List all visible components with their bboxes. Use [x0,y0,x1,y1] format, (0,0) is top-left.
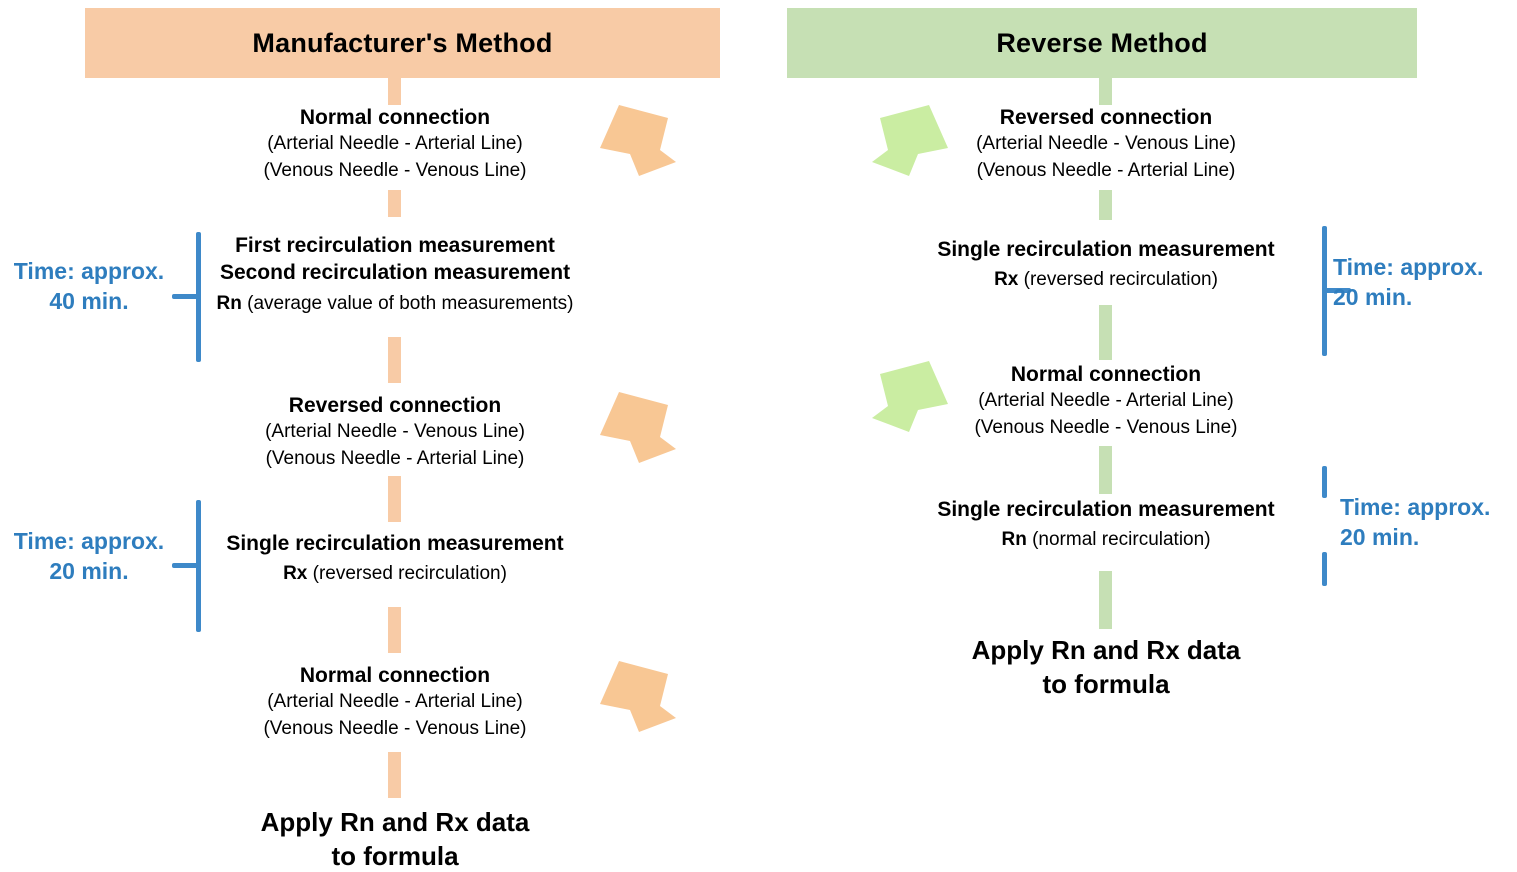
time-label-right-20min-2-line1: Time: approx. [1340,494,1491,520]
time-bracket-right-20min-1 [1322,226,1351,356]
connector-right-4 [1099,446,1112,494]
node-right-1-sub-1: (Arterial Needle - Venous Line) [976,133,1236,155]
node-left-single-recirculation-rx: Single recirculation measurement Rx (rev… [145,530,645,588]
bracket-tick [1325,288,1351,293]
bracket-spine [196,500,201,632]
node-right-3-sub-1: (Arterial Needle - Arterial Line) [978,390,1234,412]
node-right-normal-connection: Normal connection (Arterial Needle - Art… [856,361,1356,441]
node-right-2-title: Single recirculation measurement [937,238,1275,261]
header-manufacturers-method: Manufacturer's Method [85,8,720,78]
time-label-left-40min: Time: approx. 40 min. [0,256,178,317]
node-left-6-title-1: Apply Rn and Rx data [260,807,530,837]
connector-left-3 [388,337,401,383]
arrow-down-left-orange-1 [592,102,682,182]
node-left-6-title-2: to formula [331,840,459,871]
connector-right-1 [1099,78,1112,105]
node-right-single-recirculation-rn: Single recirculation measurement Rn (nor… [856,496,1356,554]
node-left-3-sub-2: (Venous Needle - Arterial Line) [265,447,525,469]
node-left-1-sub-1: (Arterial Needle - Arterial Line) [267,133,523,155]
bracket-spine [196,232,201,362]
node-right-3-title: Normal connection [1010,363,1202,386]
node-right-single-recirculation-rx: Single recirculation measurement Rx (rev… [856,236,1356,294]
node-right-reversed-connection: Reversed connection (Arterial Needle - V… [856,104,1356,184]
node-right-4-sub: Rn (normal recirculation) [856,527,1356,553]
node-right-1-sub-2: (Venous Needle - Arterial Line) [976,159,1236,181]
node-left-normal-connection-1: Normal connection (Arterial Needle - Art… [145,104,645,184]
node-left-3-sub-1: (Arterial Needle - Venous Line) [265,421,525,443]
time-label-right-20min-1: Time: approx. 20 min. [1333,252,1513,313]
node-right-apply-formula: Apply Rn and Rx data to formula [856,634,1356,702]
time-bracket-left-40min [172,232,201,362]
node-left-4-sub-text: (reversed recirculation) [307,563,507,585]
node-left-2-symbol-rn: Rn [216,292,242,314]
time-bracket-left-20min [172,500,201,632]
bracket-spine [1322,466,1327,498]
node-right-2-sub-text: (reversed recirculation) [1018,269,1218,291]
node-right-4-sub-text: (normal recirculation) [1026,529,1211,551]
node-left-4-symbol-rx: Rx [283,563,308,585]
arrow-down-left-orange-3 [592,658,682,738]
connector-left-6 [388,752,401,798]
time-label-right-20min-1-line1: Time: approx. [1333,254,1484,280]
connector-left-4 [388,476,401,522]
time-label-left-20min: Time: approx. 20 min. [0,526,178,587]
bracket-spine [1322,226,1327,356]
connector-right-3 [1099,305,1112,360]
node-left-1-title: Normal connection [299,106,491,129]
time-label-right-20min-1-line2: 20 min. [1333,284,1413,311]
time-label-right-20min-2-line2: 20 min. [1340,524,1420,551]
connector-left-1 [388,78,401,105]
node-left-4-title: Single recirculation measurement [226,532,564,555]
time-label-left-20min-line1: Time: approx. [13,528,165,554]
time-bracket-right-20min-2-bottom [1322,552,1327,586]
connector-right-2 [1099,190,1112,220]
connector-right-5 [1099,571,1112,629]
connector-left-2 [388,190,401,217]
node-right-2-symbol-rx: Rx [994,269,1019,291]
node-right-4-title: Single recirculation measurement [937,498,1275,521]
node-left-5-title: Normal connection [299,664,491,687]
time-label-left-20min-line2: 20 min. [49,558,129,585]
node-left-apply-formula: Apply Rn and Rx data to formula [145,806,645,872]
node-left-reversed-connection: Reversed connection (Arterial Needle - V… [145,392,645,472]
node-left-4-sub: Rx (reversed recirculation) [145,561,645,587]
node-left-first-second-recirculation: First recirculation measurement Second r… [145,232,645,317]
node-left-2-sub: Rn (average value of both measurements) [145,291,645,317]
header-reverse-method-label: Reverse Method [996,27,1208,58]
header-manufacturers-method-label: Manufacturer's Method [252,27,553,58]
time-label-left-40min-line2: 40 min. [49,288,129,315]
node-right-5-title-1: Apply Rn and Rx data [971,635,1241,665]
node-right-1-title: Reversed connection [999,106,1213,129]
bracket-spine [1322,552,1327,586]
node-left-3-title: Reversed connection [288,394,502,417]
connector-left-5 [388,607,401,653]
node-left-1-sub-2: (Venous Needle - Venous Line) [263,159,527,181]
arrow-down-right-green-1 [866,102,956,182]
node-right-3-sub-2: (Venous Needle - Venous Line) [974,416,1238,438]
time-label-right-20min-2: Time: approx. 20 min. [1340,492,1517,553]
node-left-normal-connection-2: Normal connection (Arterial Needle - Art… [145,662,645,742]
bracket-tick [172,563,198,568]
node-left-2-title-2: Second recirculation measurement [219,261,571,285]
node-right-4-symbol-rn: Rn [1001,529,1027,551]
node-left-2-title-1: First recirculation measurement [235,234,555,257]
node-left-5-sub-1: (Arterial Needle - Arterial Line) [267,691,523,713]
time-bracket-right-20min-2-top [1322,466,1327,498]
header-reverse-method: Reverse Method [787,8,1417,78]
arrow-down-right-green-2 [866,358,956,438]
time-label-left-40min-line1: Time: approx. [13,258,165,284]
node-left-5-sub-2: (Venous Needle - Venous Line) [263,717,527,739]
node-right-2-sub: Rx (reversed recirculation) [856,267,1356,293]
node-right-5-title-2: to formula [1042,668,1170,699]
bracket-tick [172,294,198,299]
node-left-2-sub-text: (average value of both measurements) [241,292,574,314]
arrow-down-left-orange-2 [592,389,682,469]
